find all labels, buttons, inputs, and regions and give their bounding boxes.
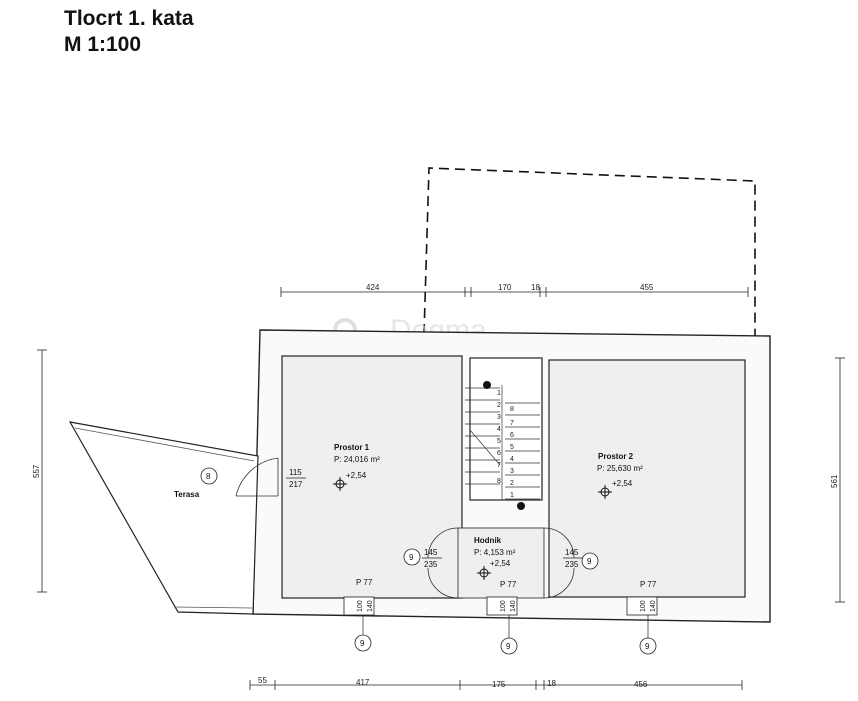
- door-tag-terrace: 8: [200, 467, 218, 485]
- top-dim-2: 170: [498, 283, 512, 292]
- stair-left-4: 4: [497, 426, 501, 433]
- stair-end-marker: [517, 502, 525, 510]
- bottom-dim-5: 456: [634, 680, 648, 689]
- prostor-1-level: +2,54: [346, 471, 367, 480]
- stair-left-1: 1: [497, 390, 501, 397]
- door-2-width: 145: [424, 548, 438, 557]
- window-tag-door-left: 9: [403, 548, 421, 566]
- window-right: [626, 596, 658, 616]
- level-marker-hodnik: [477, 566, 491, 580]
- bottom-dim-1: 55: [258, 676, 267, 685]
- top-dimension-line: [280, 287, 749, 297]
- door-hodnik-left: [427, 527, 459, 599]
- hodnik-area: P: 4,153 m²: [474, 548, 516, 557]
- window-tag-middle-text: 9: [506, 642, 511, 651]
- level-marker-prostor-2: [598, 485, 612, 499]
- window-middle-label: P 77: [500, 580, 517, 589]
- window-tag-middle: 9: [500, 615, 518, 655]
- bottom-dim-4: 18: [547, 679, 556, 688]
- window-right-label: P 77: [640, 580, 657, 589]
- door-3-width: 145: [565, 548, 579, 557]
- stair-right-7: 7: [510, 420, 514, 427]
- stair-left-8: 8: [497, 478, 501, 485]
- window-tag-door-right: 9: [581, 552, 599, 570]
- drawing-title: Tlocrt 1. kata M 1:100: [64, 6, 194, 58]
- window-tag-door-right-text: 9: [587, 557, 592, 566]
- stair-right-5: 5: [510, 444, 514, 451]
- window-middle-w: 100: [500, 600, 507, 612]
- window-tag-right-text: 9: [645, 642, 650, 651]
- top-dim-1: 424: [366, 283, 380, 292]
- right-dimension-line: [835, 357, 845, 603]
- hodnik-name: Hodnik: [474, 536, 502, 545]
- terrace: [68, 421, 259, 615]
- terrace-rail-bottom: [174, 606, 253, 609]
- stair-right-1: 1: [510, 492, 514, 499]
- prostor-2-level: +2,54: [612, 479, 633, 488]
- top-dim-4: 455: [640, 283, 654, 292]
- door-3-height: 235: [565, 560, 579, 569]
- prostor-1-area: P: 24,016 m²: [334, 455, 380, 464]
- left-dim: 557: [32, 464, 41, 478]
- door-hodnik-right: [543, 527, 575, 599]
- window-tag-right: 9: [639, 615, 657, 655]
- window-middle: [486, 596, 518, 616]
- room-prostor-2: [548, 359, 746, 598]
- stair-start-marker: [483, 381, 491, 389]
- door-terrace: [235, 457, 279, 497]
- stair-right-2: 2: [510, 480, 514, 487]
- window-right-h: 140: [650, 600, 657, 612]
- stair-right-8: 8: [510, 406, 514, 413]
- window-left-w: 100: [357, 600, 364, 612]
- bottom-dim-2: 417: [356, 678, 370, 687]
- window-middle-h: 140: [510, 600, 517, 612]
- door-1-width: 115: [289, 468, 302, 477]
- window-tag-left: 9: [354, 615, 372, 652]
- bottom-dim-3: 175: [492, 680, 506, 689]
- prostor-2-area: P: 25,630 m²: [597, 464, 643, 473]
- stairwell: [469, 357, 543, 501]
- hodnik-level: +2,54: [490, 559, 511, 568]
- window-left: [343, 596, 375, 616]
- door-tag-terrace-text: 8: [206, 472, 211, 481]
- right-dim: 561: [830, 474, 839, 488]
- stairs: [465, 385, 540, 500]
- top-dim-3: 18: [531, 283, 540, 292]
- stair-left-3: 3: [497, 414, 501, 421]
- prostor-2-name: Prostor 2: [598, 452, 634, 461]
- stair-right-3: 3: [510, 468, 514, 475]
- window-left-label: P 77: [356, 578, 373, 587]
- stair-right-4: 4: [510, 456, 514, 463]
- terrace-rail: [74, 427, 255, 462]
- level-marker-prostor-1: [333, 477, 347, 491]
- prostor-1-name: Prostor 1: [334, 443, 370, 452]
- door-2-height: 235: [424, 560, 438, 569]
- window-tag-left-text: 9: [360, 639, 365, 648]
- annex-dashed-outline: [423, 167, 756, 336]
- title-line-1: Tlocrt 1. kata: [64, 7, 194, 30]
- stair-right-6: 6: [510, 432, 514, 439]
- stair-left-2: 2: [497, 402, 501, 409]
- title-line-2: M 1:100: [64, 33, 142, 56]
- stair-left-6: 6: [497, 450, 501, 457]
- terasa-name: Terasa: [174, 490, 200, 499]
- window-tag-door-left-text: 9: [409, 553, 414, 562]
- window-right-w: 100: [640, 600, 647, 612]
- stair-left-5: 5: [497, 438, 501, 445]
- bottom-dimension-line: [249, 680, 743, 690]
- room-hodnik: [457, 527, 545, 599]
- left-dimension-line: [37, 349, 47, 593]
- window-left-h: 140: [367, 600, 374, 612]
- stair-left-7: 7: [497, 462, 501, 469]
- door-1-height: 217: [289, 480, 303, 489]
